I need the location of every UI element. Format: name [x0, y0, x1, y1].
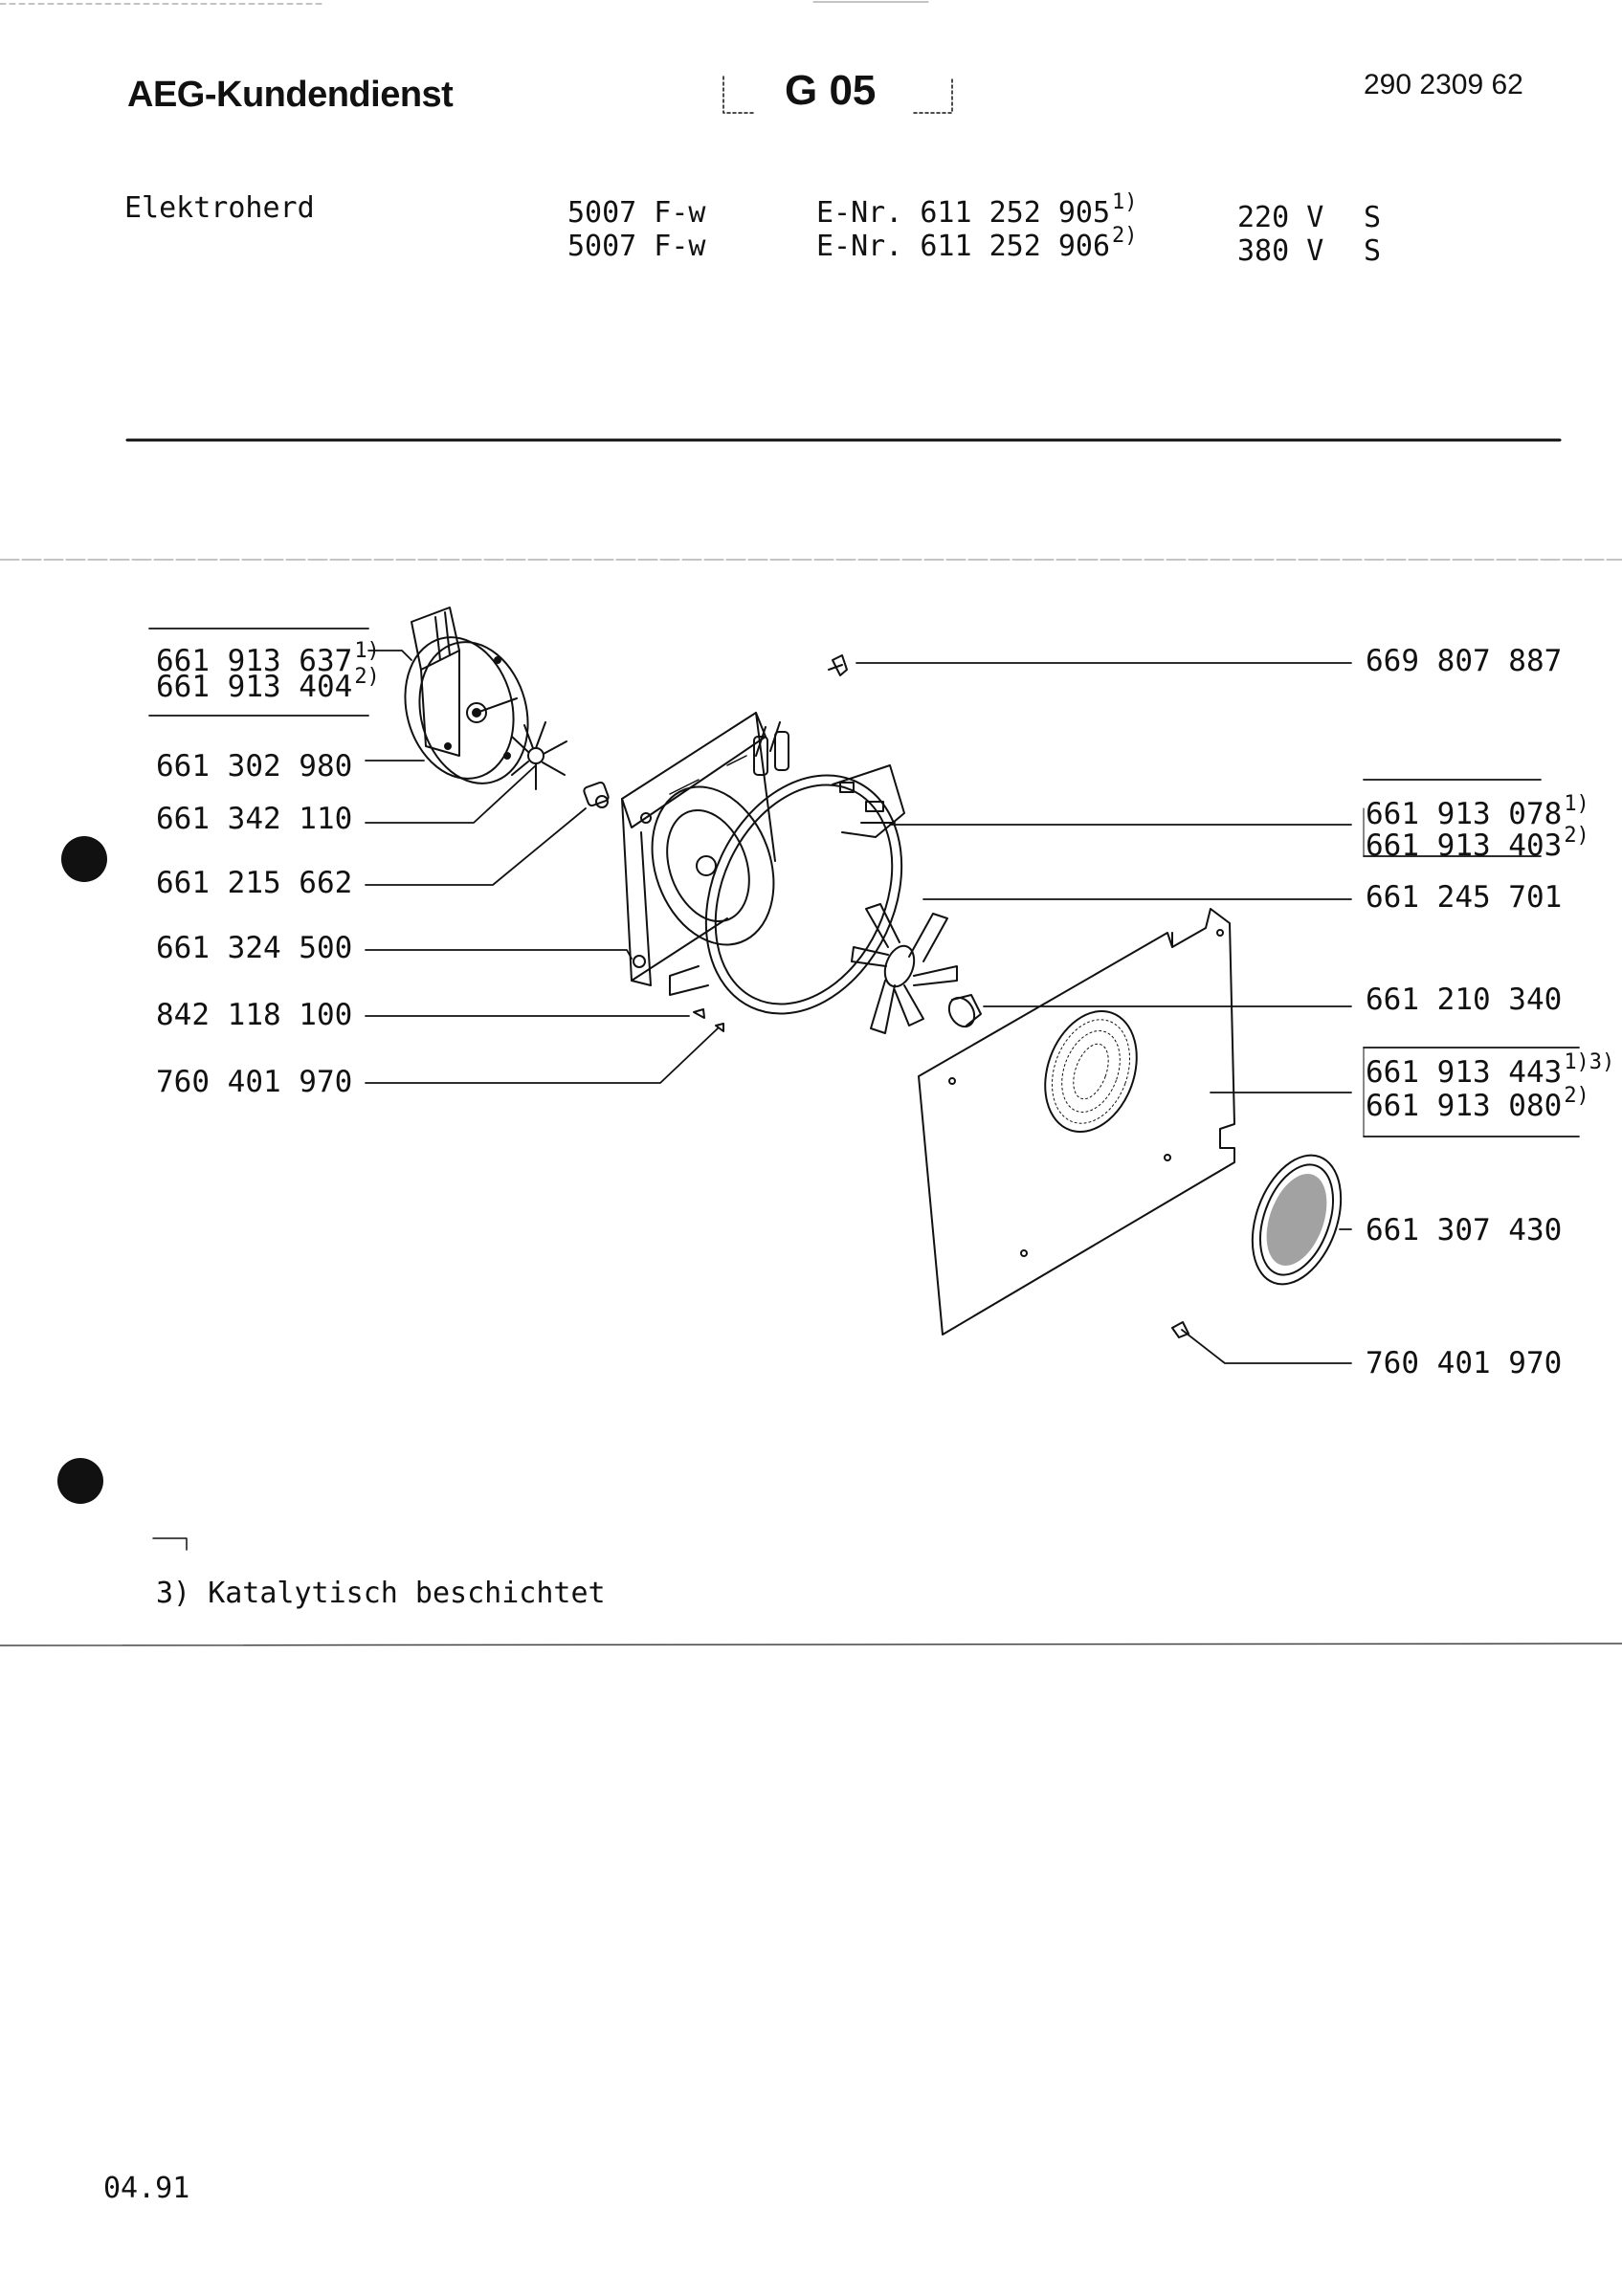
part-right-7: 661 913 0802) [1366, 1084, 1589, 1123]
footnote: 3) Katalytisch beschichtet [156, 1577, 606, 1610]
class-2: S [1364, 234, 1382, 268]
part-left-2: 661 913 4042) [156, 665, 380, 704]
group-code: G 05 [785, 67, 877, 114]
enr-1-number: E-Nr. 611 252 905 [816, 196, 1111, 230]
part-right-4: 661 245 701 [1366, 880, 1563, 915]
part-note: 2) [1564, 824, 1589, 848]
right-leaders [855, 662, 1580, 1364]
fan-nut [947, 994, 982, 1028]
cooling-fan [511, 721, 567, 790]
part-note: 2) [354, 665, 380, 689]
part-number: 661 913 080 [1366, 1089, 1563, 1123]
part-right-3: 661 913 4032) [1366, 824, 1589, 863]
part-right-2: 661 913 0781) [1366, 792, 1589, 831]
model-2: 5007 F-w [567, 230, 706, 263]
left-leaders [148, 628, 719, 1084]
punch-hole-bottom [57, 1458, 103, 1504]
brand-title: AEG-Kundendienst [127, 75, 454, 115]
part-left-3: 661 302 980 [156, 749, 353, 784]
part-right-1: 669 807 887 [1366, 644, 1563, 678]
scan-marks [0, 1, 1622, 1646]
class-1: S [1364, 201, 1382, 234]
part-left-5: 661 215 662 [156, 866, 353, 900]
motor-assembly [404, 607, 529, 784]
part-right-5: 661 210 340 [1366, 982, 1563, 1017]
voltage-1: 220 V [1237, 201, 1324, 234]
part-number: 661 913 637 [156, 644, 353, 678]
screw-left [693, 1008, 724, 1032]
part-number: 661 913 443 [1366, 1055, 1563, 1090]
enr-1: E-Nr. 611 252 9051) [816, 190, 1138, 230]
punch-hole-top [61, 836, 107, 882]
part-right-6: 661 913 4431)3) [1366, 1050, 1614, 1090]
screw-bottom-right [1171, 1321, 1189, 1338]
enr-2: E-Nr. 611 252 9062) [816, 224, 1138, 263]
fan-grill [1251, 1154, 1343, 1286]
part-number: 661 913 403 [1366, 828, 1563, 863]
bushing [583, 781, 610, 808]
part-note: 1) [1564, 792, 1589, 816]
screw-top [828, 654, 848, 676]
part-left-4: 661 342 110 [156, 802, 353, 836]
part-left-6: 661 324 500 [156, 931, 353, 965]
part-number: 661 913 078 [1366, 797, 1563, 831]
document-number: 290 2309 62 [1364, 69, 1523, 100]
group-code-brackets [722, 76, 953, 114]
part-left-8: 760 401 970 [156, 1065, 353, 1099]
back-panel [918, 908, 1235, 1336]
convection-fan [851, 903, 958, 1034]
part-number: 661 913 404 [156, 670, 353, 704]
terminal-bracket [832, 764, 905, 838]
footer-date: 04.91 [103, 2172, 190, 2205]
enr-2-note: 2) [1112, 224, 1138, 248]
part-note: 1)3) [1564, 1050, 1615, 1074]
model-1: 5007 F-w [567, 196, 706, 230]
appliance-type: Elektroherd [124, 191, 315, 225]
enr-1-note: 1) [1112, 190, 1138, 214]
part-left-7: 842 118 100 [156, 998, 353, 1032]
footnote-marker: 3) [156, 1577, 191, 1610]
footnote-mark [152, 1537, 188, 1551]
enr-2-number: E-Nr. 611 252 906 [816, 230, 1111, 263]
voltage-2: 380 V [1237, 234, 1324, 268]
part-right-9: 760 401 970 [1366, 1346, 1563, 1380]
part-right-8: 661 307 430 [1366, 1213, 1563, 1247]
part-note: 2) [1564, 1084, 1589, 1108]
footnote-text: Katalytisch beschichtet [208, 1577, 606, 1610]
